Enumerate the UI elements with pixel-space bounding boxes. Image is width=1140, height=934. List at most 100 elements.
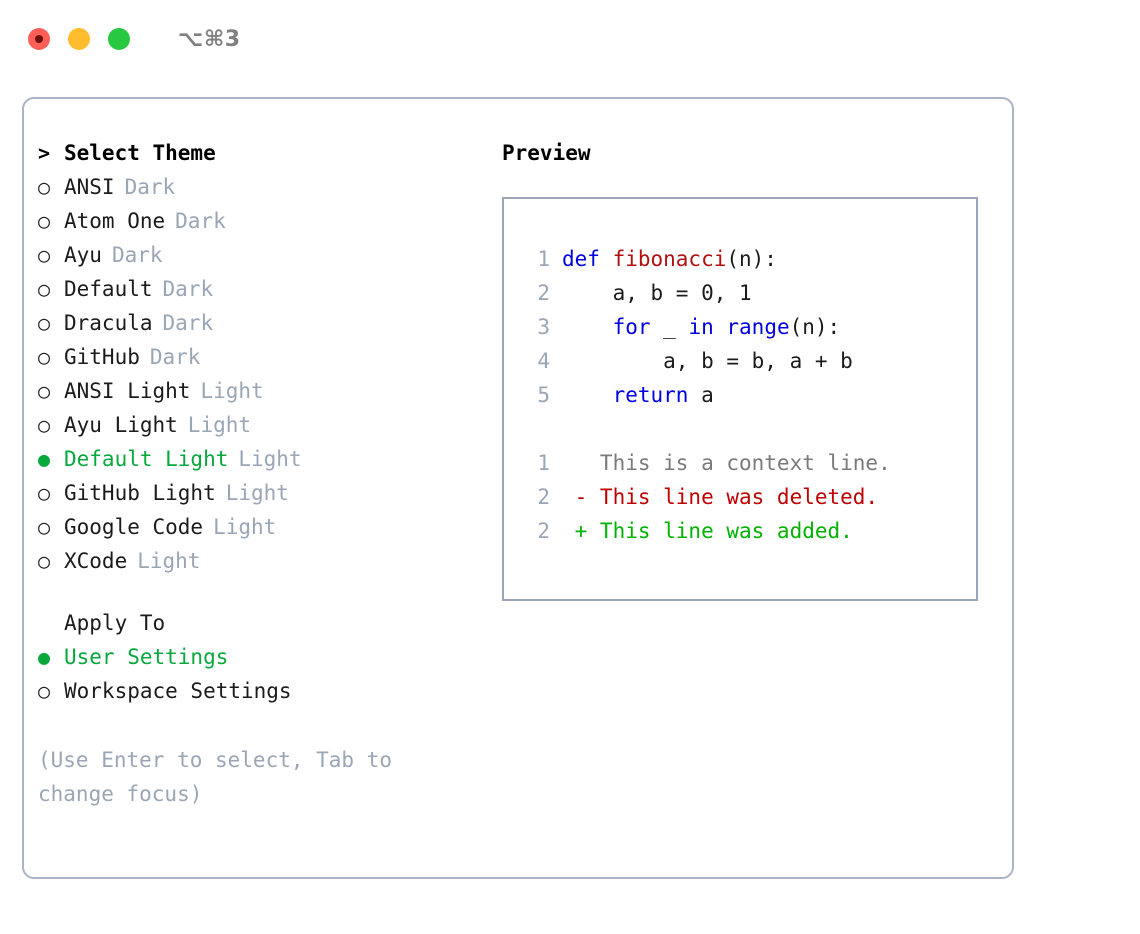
window-controls	[28, 28, 130, 50]
theme-option-ayu[interactable]: ○ Ayu Dark	[38, 243, 478, 277]
radio-selected-icon: ●	[38, 447, 51, 471]
line-number: 4	[537, 349, 550, 373]
theme-variant-tag: Light	[238, 447, 302, 471]
theme-option-ayu-light[interactable]: ○ Ayu Light Light	[38, 413, 478, 447]
theme-variant-tag: Light	[213, 515, 277, 539]
keyboard-shortcut-label: ⌥⌘3	[178, 26, 241, 52]
preview-title: Preview	[502, 141, 591, 165]
theme-option-xcode[interactable]: ○ XCode Light	[38, 549, 478, 583]
close-button[interactable]	[28, 28, 50, 50]
radio-unselected-icon: ○	[38, 549, 51, 573]
minimize-button[interactable]	[68, 28, 90, 50]
code-keyword: for	[612, 315, 651, 339]
theme-option-label: Ayu Light	[64, 413, 178, 437]
code-line: 2 a, b = 0, 1	[522, 281, 976, 315]
theme-option-ansi[interactable]: ○ ANSI Dark	[38, 175, 478, 209]
line-number: 2	[537, 485, 550, 509]
radio-unselected-icon: ○	[38, 345, 51, 369]
radio-unselected-icon: ○	[38, 481, 51, 505]
line-number: 2	[537, 519, 550, 543]
radio-selected-icon: ●	[38, 645, 51, 669]
code-line: 4 a, b = b, a + b	[522, 349, 976, 383]
theme-option-label: Atom One	[64, 209, 166, 233]
select-theme-header: > Select Theme	[38, 141, 478, 175]
theme-variant-tag: Light	[200, 379, 264, 403]
code-plain: a, b = b, a + b	[663, 349, 853, 373]
list-gap	[38, 583, 478, 611]
radio-unselected-icon: ○	[38, 243, 51, 267]
theme-variant-tag: Dark	[162, 277, 214, 301]
code-plain: (n):	[789, 315, 841, 339]
line-number: 5	[537, 383, 550, 407]
diff-line-text: + This line was added.	[562, 519, 853, 543]
diff-line-added: 2 + This line was added.	[522, 519, 976, 553]
theme-option-github-light[interactable]: ○ GitHub Light Light	[38, 481, 478, 515]
theme-option-label: ANSI	[64, 175, 115, 199]
apply-to-header: Apply To	[64, 611, 166, 635]
code-plain: _	[650, 315, 689, 339]
code-line-text: return a	[562, 383, 714, 407]
code-line-text: a, b = 0, 1	[562, 281, 752, 305]
code-keyword: in	[688, 315, 727, 339]
theme-variant-tag: Dark	[111, 243, 163, 267]
apply-to-option-workspace-settings[interactable]: ○Workspace Settings	[38, 679, 478, 713]
theme-variant-tag: Dark	[175, 209, 226, 233]
theme-variant-tag: Light	[187, 413, 252, 437]
theme-option-google-code[interactable]: ○ Google Code Light	[38, 515, 478, 549]
code-line: 3 for _ in range(n):	[522, 315, 976, 349]
theme-option-default-light[interactable]: ● Default Light Light	[38, 447, 478, 481]
diff-line-text: This is a context line.	[562, 451, 891, 475]
line-number: 1	[537, 451, 550, 475]
title-bar: ⌥⌘3	[0, 0, 1140, 78]
theme-option-label: ANSI Light	[64, 379, 191, 403]
code-function-name: fibonacci	[612, 247, 727, 271]
theme-variant-tag: Light	[225, 481, 289, 505]
theme-option-label: Ayu	[64, 243, 102, 267]
code-plain: a, b = 0, 1	[612, 281, 752, 305]
theme-variant-tag: Dark	[124, 175, 176, 199]
code-keyword: range	[726, 315, 790, 339]
theme-option-label: GitHub	[64, 345, 140, 369]
keyboard-hint-text: (Use Enter to select, Tab to change focu…	[38, 748, 405, 806]
radio-unselected-icon: ○	[38, 679, 51, 703]
theme-variant-tag: Dark	[149, 345, 201, 369]
code-plain: a	[701, 383, 714, 407]
code-keyword: return	[612, 383, 702, 407]
maximize-button[interactable]	[108, 28, 130, 50]
theme-option-ansi-light[interactable]: ○ ANSI Light Light	[38, 379, 478, 413]
code-line-text: a, b = b, a + b	[562, 349, 853, 373]
theme-variant-tag: Light	[137, 549, 201, 573]
theme-option-label: Default Light	[64, 447, 229, 471]
apply-to-option-user-settings[interactable]: ●User Settings	[38, 645, 478, 679]
theme-option-label: Dracula	[64, 311, 153, 335]
code-diff-gap	[522, 417, 976, 451]
code-line: 5 return a	[522, 383, 976, 417]
theme-option-label: GitHub Light	[64, 481, 216, 505]
prompt-caret-icon: >	[38, 141, 51, 165]
hint-gap	[38, 713, 478, 743]
line-number: 3	[537, 315, 550, 339]
code-keyword: def	[562, 247, 613, 271]
radio-unselected-icon: ○	[38, 175, 51, 199]
diff-line-deleted: 2 - This line was deleted.	[522, 485, 976, 519]
radio-unselected-icon: ○	[38, 413, 51, 437]
radio-unselected-icon: ○	[38, 515, 51, 539]
apply-to-list: ●User Settings○Workspace Settings	[38, 645, 478, 713]
theme-variant-tag: Dark	[162, 311, 214, 335]
theme-option-label: Google Code	[64, 515, 204, 539]
radio-unselected-icon: ○	[38, 379, 51, 403]
theme-option-github[interactable]: ○ GitHub Dark	[38, 345, 478, 379]
theme-option-label: XCode	[64, 549, 128, 573]
line-number: 2	[537, 281, 550, 305]
